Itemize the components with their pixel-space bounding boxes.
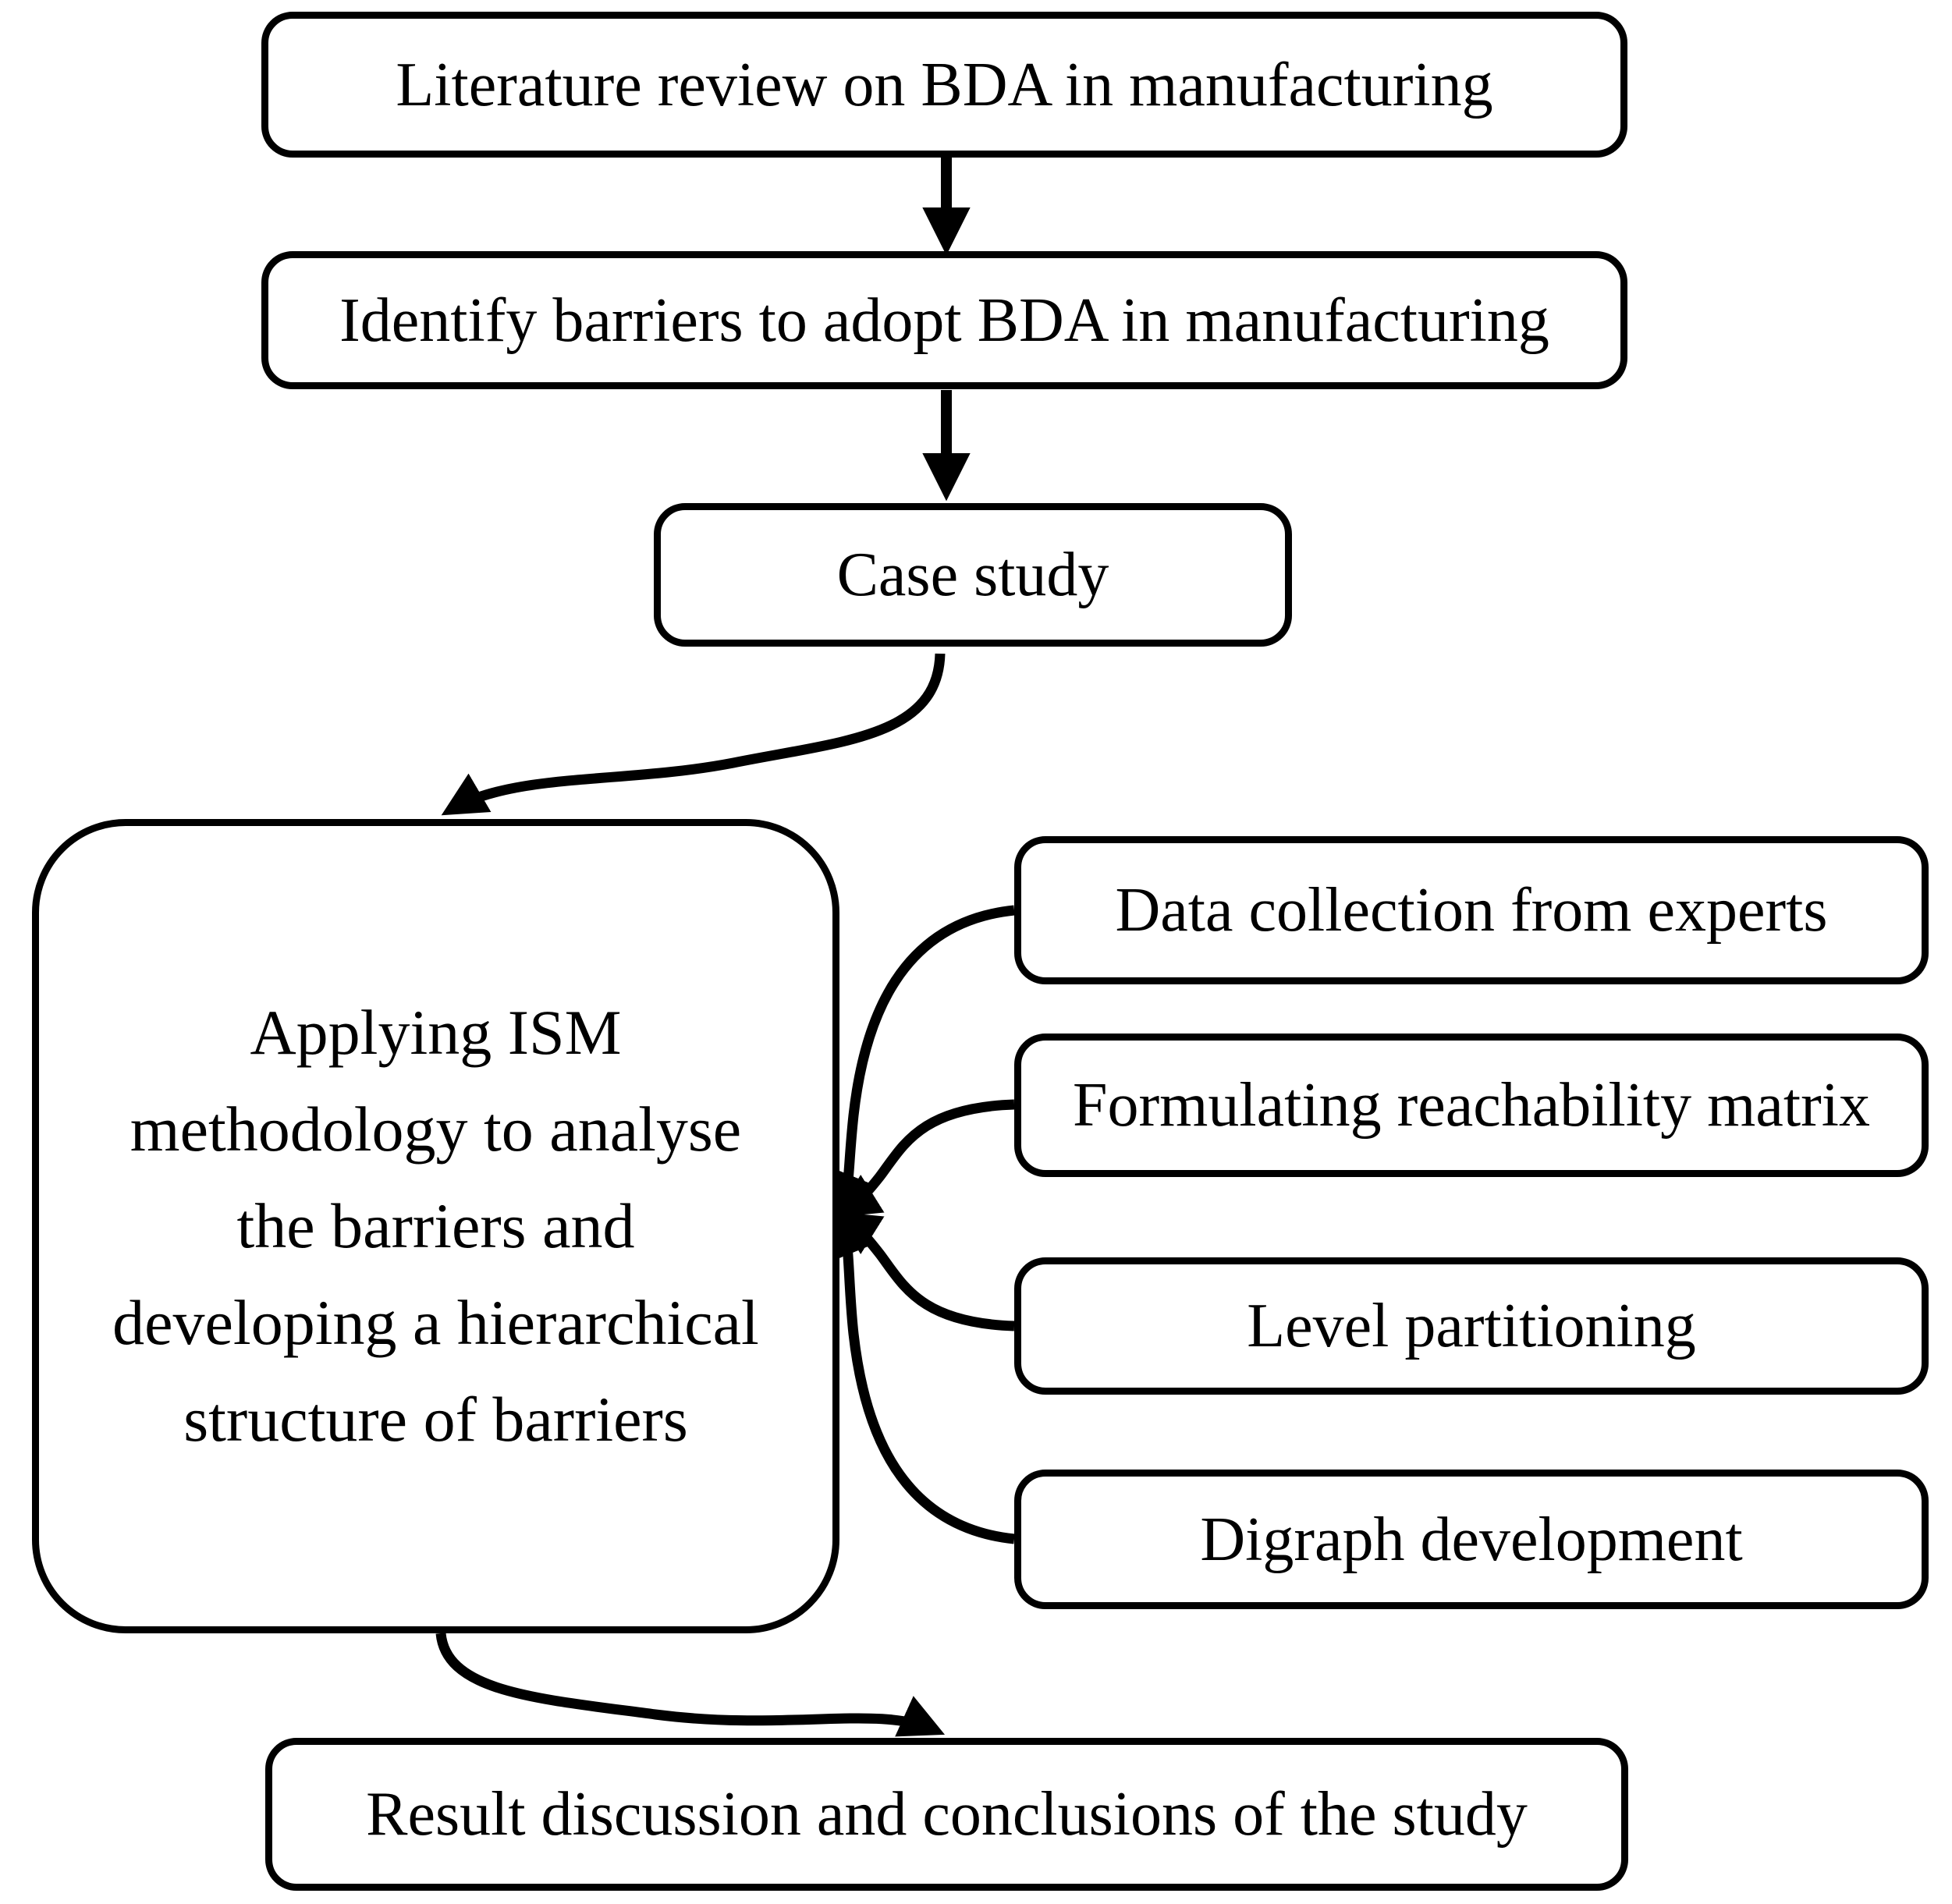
node-identify-barriers: Identify barriers to adopt BDA in manufa… — [261, 251, 1627, 389]
arrow-ism-to-result — [435, 1633, 946, 1737]
arrow-level-partitioning-to-ism — [834, 1211, 1015, 1331]
node-identify-barriers-label: Identify barriers to adopt BDA in manufa… — [339, 285, 1549, 355]
node-case-study-label: Case study — [836, 541, 1109, 609]
node-level-partitioning-label: Level partitioning — [1247, 1292, 1696, 1360]
node-digraph-development: Digraph development — [1014, 1470, 1929, 1609]
arrow-data-collection-to-ism — [834, 905, 1015, 1219]
node-digraph-development-label: Digraph development — [1200, 1505, 1743, 1574]
node-result-discussion-label: Result discussion and conclusions of the… — [366, 1780, 1528, 1849]
node-data-collection-label: Data collection from experts — [1115, 876, 1828, 945]
node-applying-ism: Applying ISM methodology to analyse the … — [32, 819, 839, 1633]
arrow-digraph-to-ism — [834, 1210, 1015, 1544]
node-result-discussion: Result discussion and conclusions of the… — [265, 1738, 1628, 1891]
node-data-collection: Data collection from experts — [1014, 836, 1929, 984]
node-case-study: Case study — [654, 503, 1292, 647]
arrow-case-to-ism — [441, 653, 946, 816]
node-literature-review: Literature review on BDA in manufacturin… — [261, 12, 1627, 158]
node-applying-ism-label: Applying ISM methodology to analyse the … — [112, 997, 759, 1455]
node-reachability-matrix-label: Formulating reachability matrix — [1073, 1071, 1870, 1140]
node-literature-review-label: Literature review on BDA in manufacturin… — [396, 50, 1493, 119]
node-level-partitioning: Level partitioning — [1014, 1257, 1929, 1395]
arrow-reachability-to-ism — [834, 1099, 1015, 1218]
node-reachability-matrix: Formulating reachability matrix — [1014, 1034, 1929, 1177]
